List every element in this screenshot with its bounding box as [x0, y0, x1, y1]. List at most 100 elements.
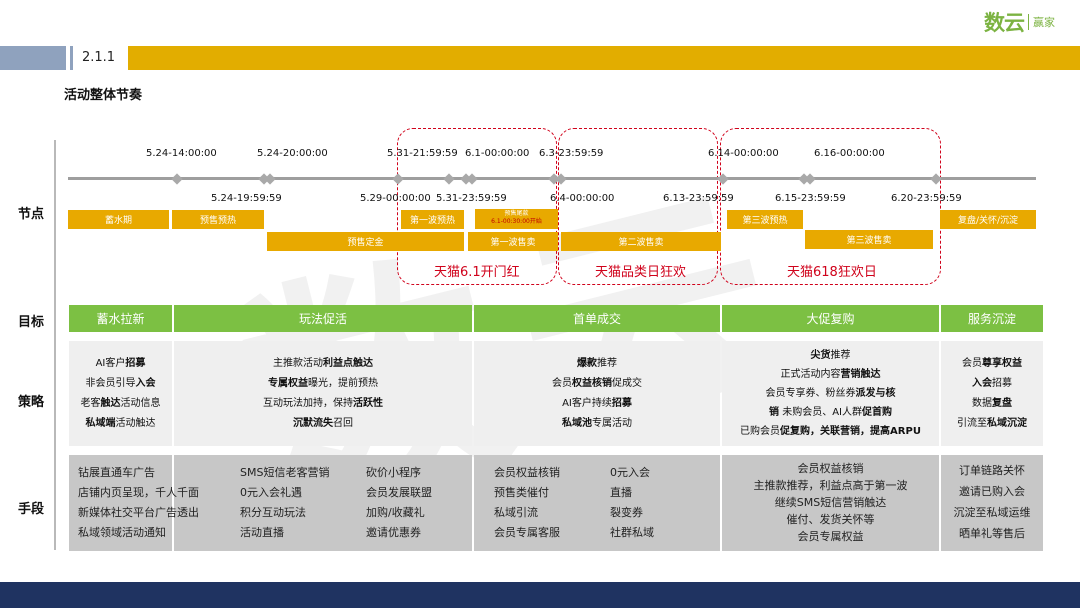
strategy-line: 非会员引导入会	[85, 377, 156, 389]
goal-service: 服务沉淀	[941, 305, 1043, 332]
strategy-line: 老客触达活动信息	[80, 397, 161, 409]
means-item: 积分互动玩法	[240, 506, 306, 519]
phase-deposit: 预售定金	[267, 232, 464, 251]
timeline-label-top: 5.24-14:00:00	[146, 148, 217, 159]
row-axis-line	[54, 140, 56, 550]
logo-sub: 赢家	[1033, 16, 1055, 29]
means-item: 私域引流	[494, 506, 538, 519]
means-item: 会员权益核销	[494, 466, 560, 479]
means-item: 订单链路关怀	[959, 464, 1025, 477]
goal-first-order: 首单成交	[474, 305, 720, 332]
phase-wave2-sale: 第二波售卖	[561, 232, 721, 251]
strategy-line: 私域端活动触达	[85, 417, 156, 429]
strategy-line: AI客户持续招募	[562, 397, 632, 409]
row-label-goals: 目标	[17, 315, 44, 330]
goal-acquisition: 蓄水拉新	[69, 305, 172, 332]
means-item: 裂变券	[610, 506, 643, 519]
event-label-61: 天猫6.1开门红	[434, 265, 520, 280]
event-box-category-day	[558, 128, 718, 285]
timeline-label-bottom: 5.29-00:00:00	[360, 193, 431, 204]
goal-repurchase: 大促复购	[722, 305, 939, 332]
means-item: 催付、发货关怀等	[786, 513, 875, 526]
means-item: 沉淀至私域运维	[953, 506, 1031, 519]
strategy-line: 会员专享券、粉丝券派发与核	[765, 388, 896, 399]
header-bar	[128, 46, 1080, 70]
strategy-panel-first-order: 爆款推荐 会员权益核销促成交 AI客户持续招募 私域池专属活动	[474, 341, 720, 446]
means-list-activation-b: 砍价小程序 会员发展联盟 加购/收藏礼 邀请优惠券	[366, 463, 432, 543]
row-label-strategy: 策略	[17, 395, 44, 410]
section-number: 2.1.1	[70, 46, 124, 70]
means-item: 晒单礼等售后	[959, 527, 1025, 540]
means-item: 会员权益核销	[797, 462, 864, 475]
timeline-label-bottom: 5.24-19:59:59	[211, 193, 282, 204]
means-item: 店铺内页呈现，千人千面	[78, 486, 199, 499]
strategy-panel-acquisition: AI客户招募 非会员引导入会 老客触达活动信息 私域端活动触达	[69, 341, 172, 446]
strategy-panel-service: 会员尊享权益 入会招募 数据复盘 引流至私域沉淀	[941, 341, 1043, 446]
means-item: 预售类催付	[494, 486, 549, 499]
means-list-activation-a: SMS短信老客营销 0元入会礼遇 积分互动玩法 活动直播	[240, 463, 329, 543]
means-item: 0元入会	[610, 466, 650, 479]
event-label-category-day: 天猫品类日狂欢	[595, 265, 687, 280]
timeline-label-top: 6.3-23:59:59	[539, 148, 604, 159]
means-panel-activation	[174, 455, 472, 551]
strategy-line: 爆款推荐	[577, 357, 617, 369]
final-payment-time: 6.1-00:30:00开始	[491, 218, 542, 225]
means-item: 社群私域	[610, 526, 654, 539]
means-panel-acquisition	[69, 455, 172, 551]
means-item: 0元入会礼遇	[240, 486, 302, 499]
phase-aftercare: 复盘/关怀/沉淀	[940, 210, 1036, 229]
means-item: 钻展直通车广告	[78, 466, 155, 479]
event-box-618	[720, 128, 941, 285]
strategy-line: 已购会员促复购，关联营销，提高ARPU	[740, 426, 921, 437]
timeline-label-bottom: 6.4-00:00:00	[550, 193, 615, 204]
timeline-label-bottom: 6.13-23:59:59	[663, 193, 734, 204]
phase-wave3-heat: 第三波预热	[727, 210, 803, 229]
means-list-service: 订单链路关怀 邀请已购入会 沉淀至私域运维 晒单礼等售后	[941, 460, 1043, 544]
timeline-label-bottom: 5.31-23:59:59	[436, 193, 507, 204]
means-panel-service	[941, 455, 1043, 551]
strategy-line: 私域池专属活动	[562, 417, 632, 429]
means-item: 继续SMS短信营销触达	[774, 496, 887, 509]
means-item: 砍价小程序	[366, 466, 421, 479]
logo-main: 数云	[984, 11, 1025, 35]
means-item: 活动直播	[240, 526, 284, 539]
strategy-panel-repurchase: 尖货推荐 正式活动内容营销触达 会员专享券、粉丝券派发与核 销 未购会员、AI人…	[722, 341, 939, 446]
timeline-label-top: 5.24-20:00:00	[257, 148, 328, 159]
timeline-label-bottom: 6.15-23:59:59	[775, 193, 846, 204]
phase-final-payment: 预售尾款 6.1-00:30:00开始	[475, 209, 558, 229]
header-accent-bar	[0, 46, 66, 70]
strategy-line: 引流至私域沉淀	[957, 417, 1027, 429]
timeline-label-bottom: 6.20-23:59:59	[891, 193, 962, 204]
strategy-line: 会员权益核销促成交	[552, 377, 642, 389]
logo: 数云 赢家	[984, 8, 1074, 36]
strategy-line: 沉默流失召回	[293, 417, 353, 429]
means-panel-first-order	[474, 455, 720, 551]
means-item: 新媒体社交平台广告透出	[78, 506, 199, 519]
strategy-line: 主推款活动利益点触达	[273, 357, 373, 369]
strategy-panel-activation: 主推款活动利益点触达 专属权益曝光，提前预热 互动玩法加持，保持活跃性 沉默流失…	[174, 341, 472, 446]
row-label-nodes: 节点	[17, 207, 44, 222]
means-item: 主推款推荐，利益点高于第一波	[753, 479, 908, 492]
means-panel-repurchase	[722, 455, 939, 551]
phase-wave1-heat: 第一波预热	[401, 210, 464, 229]
means-item: 会员发展联盟	[366, 486, 432, 499]
footer-bar	[0, 582, 1080, 608]
means-item: 会员专属客服	[494, 526, 560, 539]
strategy-line: 数据复盘	[972, 397, 1012, 409]
timeline-label-top: 6.14-00:00:00	[708, 148, 779, 159]
event-label-618: 天猫618狂欢日	[787, 265, 877, 280]
page-title: 活动整体节奏	[64, 88, 143, 103]
strategy-line: 入会招募	[972, 377, 1012, 389]
phase-wave1-sale: 第一波售卖	[468, 232, 558, 251]
phase-wave3-sale: 第三波售卖	[805, 230, 933, 249]
strategy-line: 专属权益曝光，提前预热	[268, 377, 378, 389]
means-item: 邀请优惠券	[366, 526, 421, 539]
timeline-label-top: 6.16-00:00:00	[814, 148, 885, 159]
means-item: 直播	[610, 486, 632, 499]
means-list-acquisition: 钻展直通车广告 店铺内页呈现，千人千面 新媒体社交平台广告透出 私域领域活动通知	[78, 463, 199, 543]
timeline-label-top: 6.1-00:00:00	[465, 148, 530, 159]
strategy-line: 尖货推荐	[810, 350, 851, 361]
means-list-first-order-a: 会员权益核销 预售类催付 私域引流 会员专属客服	[494, 463, 560, 543]
means-list-first-order-b: 0元入会 直播 裂变券 社群私域	[610, 463, 654, 543]
means-item: 私域领域活动通知	[78, 526, 166, 539]
